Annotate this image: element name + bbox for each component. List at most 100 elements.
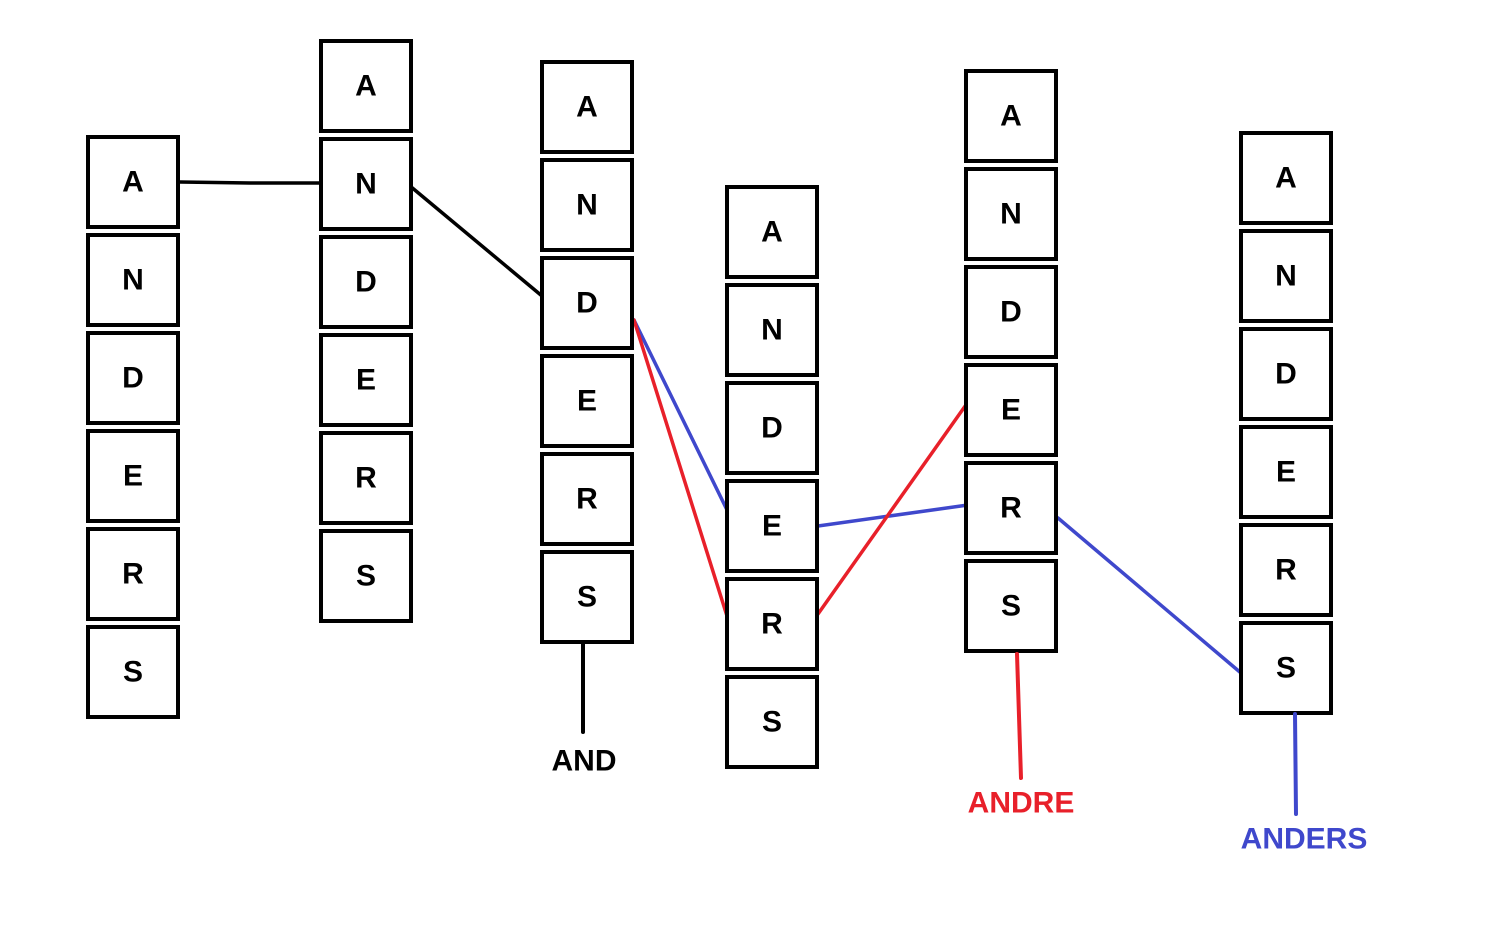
letter-cell-n: N	[964, 167, 1058, 261]
cell-letter: D	[1000, 296, 1022, 329]
cell-letter: E	[356, 364, 376, 397]
cell-letter: D	[576, 287, 598, 320]
letter-cell-s: S	[964, 559, 1058, 653]
connectors	[178, 180, 1243, 675]
letter-cell-d: D	[1239, 327, 1333, 421]
path-n-to-d	[408, 184, 544, 298]
cell-box	[1239, 229, 1333, 323]
cell-box	[725, 283, 819, 377]
letter-cell-n: N	[319, 137, 413, 231]
letter-cell-s: S	[319, 529, 413, 623]
cell-box	[319, 137, 413, 231]
cell-letter: N	[576, 189, 598, 222]
cell-letter: E	[1001, 394, 1021, 427]
cell-box	[725, 675, 819, 769]
cell-box	[1239, 327, 1333, 421]
cell-letter: D	[1275, 358, 1297, 391]
path-d-to-e-blue	[632, 318, 731, 516]
letter-cell-s: S	[86, 625, 180, 719]
letter-column-2: A N D E R S	[319, 39, 413, 623]
path-r-to-s-blue	[1056, 516, 1243, 675]
cell-letter: D	[122, 362, 144, 395]
cell-box	[319, 529, 413, 623]
letter-cell-a: A	[540, 60, 634, 154]
word-tail-andre	[1015, 652, 1023, 780]
cell-box	[1239, 523, 1333, 617]
cell-letter: D	[761, 412, 783, 445]
cell-letter: R	[1275, 554, 1297, 587]
letter-column-4: ANDERS	[725, 185, 819, 769]
cell-letter: E	[123, 460, 143, 493]
cell-letter: S	[1276, 652, 1296, 685]
letter-cell-r: R	[86, 527, 180, 621]
cell-box	[964, 461, 1058, 555]
cell-box	[964, 559, 1058, 653]
letter-column-5: A N D E R S	[964, 69, 1058, 653]
cell-letter: S	[1001, 590, 1021, 623]
cell-letter: R	[1000, 492, 1022, 525]
cell-letter: A	[355, 70, 377, 103]
cell-box	[86, 527, 180, 621]
cell-box	[540, 256, 634, 350]
cell-box	[319, 39, 413, 133]
cell-box	[540, 550, 634, 644]
letter-cell-n: N	[540, 158, 634, 252]
cell-box	[540, 452, 634, 546]
letter-cell-s: S	[540, 550, 634, 644]
cell-box	[319, 333, 413, 427]
path-e-to-r-blue	[816, 503, 970, 528]
cell-letter: N	[1275, 260, 1297, 293]
letter-cell-r: R	[725, 577, 819, 671]
cell-box	[725, 577, 819, 671]
letter-cell-a: A	[319, 39, 413, 133]
cell-box	[725, 185, 819, 279]
letter-cell-a: A	[86, 135, 180, 229]
cell-letter: A	[576, 91, 598, 124]
letter-column-6: ANDERS	[1239, 131, 1333, 715]
letter-cell-r: R	[1239, 523, 1333, 617]
cell-box	[1239, 621, 1333, 715]
cell-box	[964, 363, 1058, 457]
letter-cell-d: D	[86, 331, 180, 425]
cell-letter: D	[355, 266, 377, 299]
cell-letter: A	[1000, 100, 1022, 133]
letter-cell-d: D	[319, 235, 413, 329]
letter-cell-a: A	[964, 69, 1058, 163]
letter-cell-a: A	[725, 185, 819, 279]
cell-box	[964, 265, 1058, 359]
cell-box	[964, 167, 1058, 261]
letter-cell-e: E	[964, 363, 1058, 457]
cell-box	[540, 60, 634, 154]
cell-letter: R	[122, 558, 144, 591]
path-d-to-r-red	[632, 318, 729, 618]
letter-cell-r: R	[540, 452, 634, 546]
cell-box	[86, 135, 180, 229]
cell-letter: S	[762, 706, 782, 739]
cell-letter: R	[576, 483, 598, 516]
letter-column-3: ANDERS	[540, 60, 634, 644]
word-label-anders: ANDERS	[1241, 823, 1368, 856]
cell-box	[725, 479, 819, 573]
cell-box	[319, 431, 413, 525]
cell-letter: A	[122, 166, 144, 199]
cell-letter: N	[122, 264, 144, 297]
letter-cell-e: E	[1239, 425, 1333, 519]
cell-letter: S	[577, 581, 597, 614]
cell-letter: S	[123, 656, 143, 689]
cell-box	[725, 381, 819, 475]
letter-cell-d: D	[725, 381, 819, 475]
cell-letter: R	[355, 462, 377, 495]
word-label-and: AND	[552, 745, 617, 778]
path-a-to-n	[178, 180, 323, 185]
word-tail-anders	[1293, 712, 1298, 816]
cell-letter: R	[761, 608, 783, 641]
cell-box	[1239, 131, 1333, 225]
letter-cell-e: E	[319, 333, 413, 427]
cell-letter: S	[356, 560, 376, 593]
letter-cell-n: N	[1239, 229, 1333, 323]
letter-cell-s: S	[725, 675, 819, 769]
cell-letter: N	[1000, 198, 1022, 231]
letter-cell-s: S	[1239, 621, 1333, 715]
